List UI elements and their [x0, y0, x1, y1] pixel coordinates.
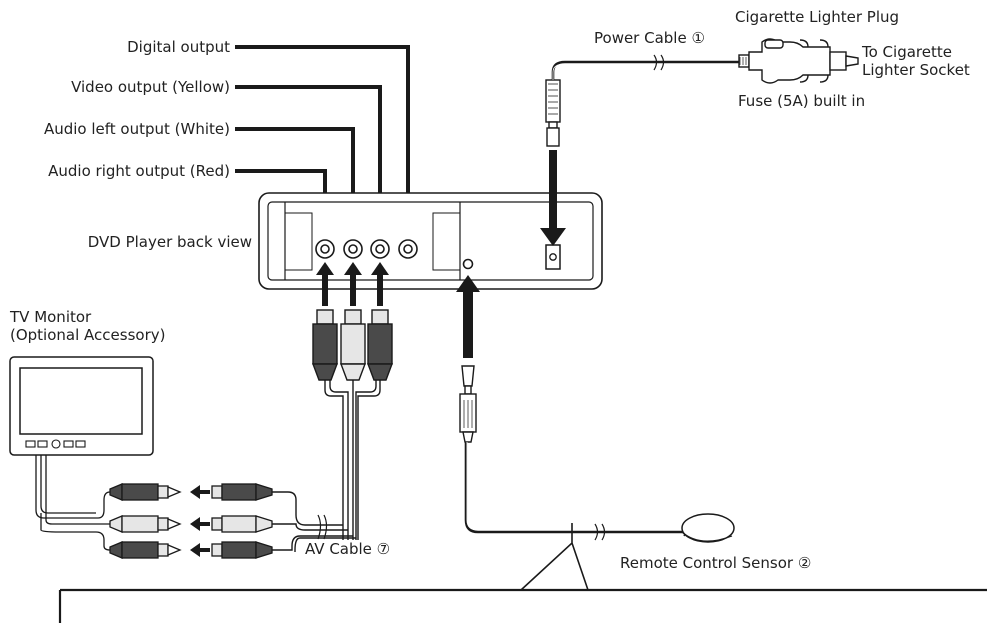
label-dvd-back-view: DVD Player back view [87, 233, 252, 251]
remote-cable [459, 365, 735, 543]
label-fuse: Fuse (5A) built in [738, 92, 866, 110]
label-to-socket-1: To Cigarette [862, 43, 952, 61]
callout-frame [58, 523, 987, 623]
video-output-leader [235, 85, 382, 232]
rca-jacks [315, 239, 418, 259]
power-cable [545, 38, 859, 147]
tv-monitor [9, 356, 154, 551]
label-audio-left-output: Audio left output (White) [43, 120, 230, 138]
monitor-plugs [109, 483, 182, 559]
label-power-cable: Power Cable ① [594, 29, 705, 47]
av-plugs-left [211, 483, 273, 559]
av-cable [272, 380, 381, 552]
av-plugs-top [311, 309, 394, 381]
label-cigarette-plug: Cigarette Lighter Plug [735, 8, 900, 26]
remote-jack [462, 258, 474, 270]
power-socket [545, 244, 561, 270]
digital-output-leader [235, 45, 410, 232]
insertion-arrows [316, 150, 566, 358]
label-digital-output: Digital output [127, 38, 230, 56]
label-tv-optional: (Optional Accessory) [10, 326, 166, 344]
label-video-output: Video output (Yellow) [71, 78, 230, 96]
sensor-body [681, 513, 735, 543]
left-insertion-arrows [190, 485, 210, 557]
label-to-socket-2: Lighter Socket [862, 61, 970, 79]
label-av-cable: AV Cable ⑦ [305, 540, 391, 558]
dvd-player-back [258, 192, 603, 290]
label-audio-right-output: Audio right output (Red) [48, 162, 230, 180]
label-tv-monitor: TV Monitor [10, 308, 92, 326]
label-remote-sensor: Remote Control Sensor ② [620, 554, 812, 572]
